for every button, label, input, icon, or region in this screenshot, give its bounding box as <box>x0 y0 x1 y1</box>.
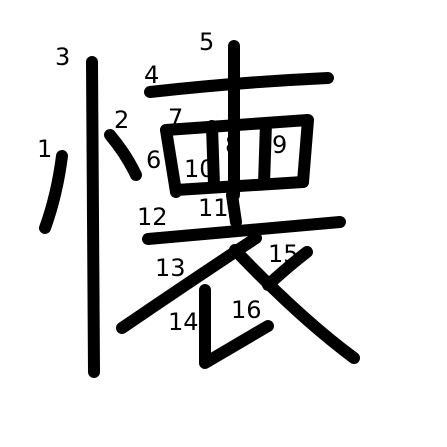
stroke-number-8: 8 <box>225 131 240 159</box>
stroke-3 <box>86 56 100 378</box>
stroke-number-5: 5 <box>199 28 214 56</box>
stroke-number-14: 14 <box>168 308 199 336</box>
stroke-14 <box>199 284 274 369</box>
stroke-16 <box>229 244 360 364</box>
stroke-number-16: 16 <box>231 296 262 324</box>
stroke-number-13: 13 <box>155 254 186 282</box>
stroke-12 <box>142 216 346 245</box>
stroke-6 <box>160 124 182 198</box>
stroke-number-9: 9 <box>272 131 287 159</box>
stroke-number-15: 15 <box>268 240 299 268</box>
stroke-2 <box>104 129 142 181</box>
stroke-number-7: 7 <box>168 104 183 132</box>
stroke-number-2: 2 <box>114 106 129 134</box>
stroke-number-12: 12 <box>137 203 168 231</box>
stroke-number-1: 1 <box>37 135 52 163</box>
stroke-10 <box>170 176 309 196</box>
stroke-number-6: 6 <box>146 146 161 174</box>
stroke-number-3: 3 <box>55 43 70 71</box>
stroke-number-4: 4 <box>144 61 159 89</box>
stroke-1 <box>39 150 68 234</box>
stroke-11 <box>226 189 242 228</box>
stroke-number-11: 11 <box>198 194 229 222</box>
stroke-numbers: 1 2 3 4 5 6 7 8 9 10 11 12 13 14 15 16 <box>37 28 299 336</box>
strokes <box>39 40 360 378</box>
stroke-number-10: 10 <box>184 155 215 183</box>
stroke-9 <box>258 117 272 190</box>
stroke-8 <box>206 120 220 191</box>
